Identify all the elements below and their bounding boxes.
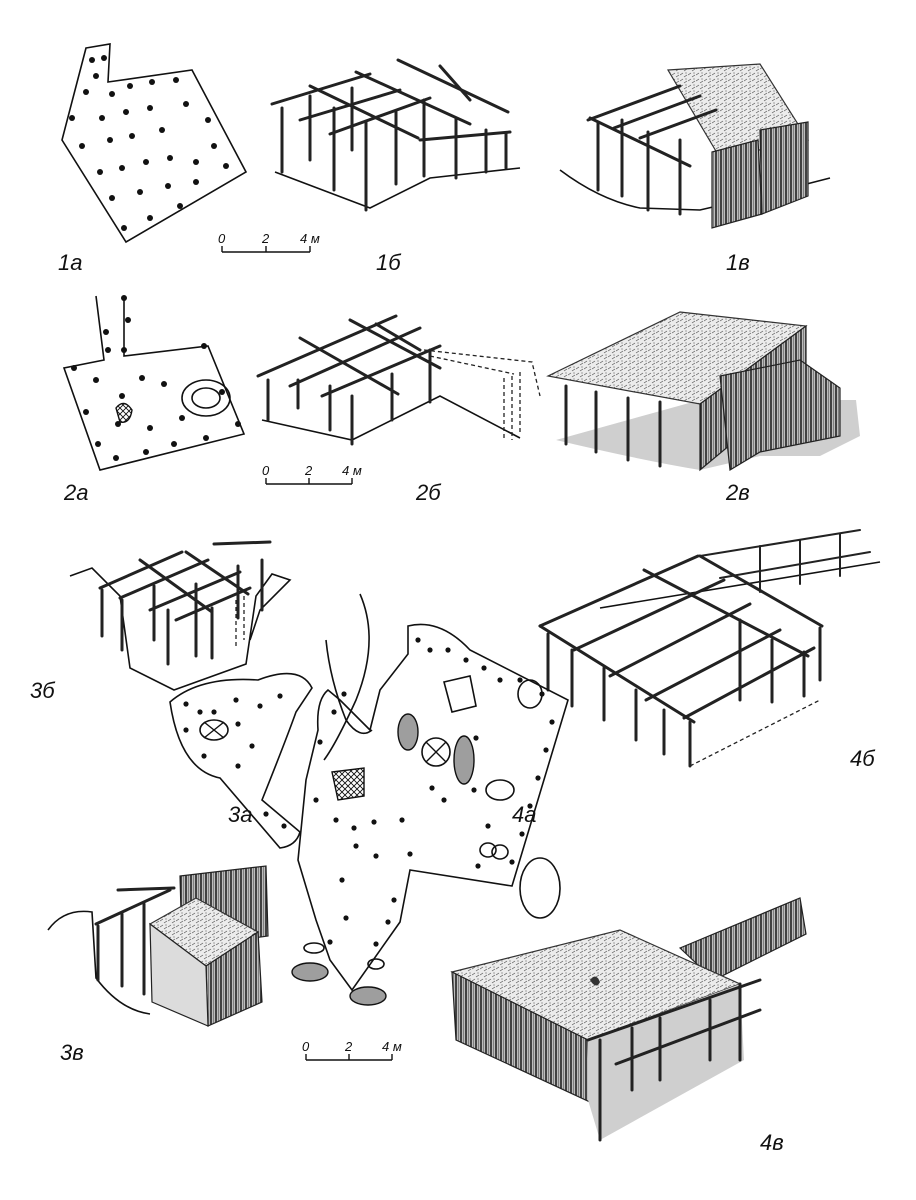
- scale-2: 2: [261, 231, 270, 246]
- plan-2a: 2а: [62, 295, 246, 505]
- label-2v: 2в: [725, 480, 750, 505]
- frame-2b: 2б: [256, 314, 541, 505]
- label-4b: 4б: [850, 746, 876, 771]
- frame-1b: 1б: [270, 58, 521, 275]
- label-3b: 3б: [30, 678, 56, 703]
- scale-2: 2: [304, 463, 313, 478]
- label-3a: 3а: [228, 802, 252, 827]
- scale-0: 0: [262, 463, 270, 478]
- reconstruction-2v: 2в: [546, 311, 860, 505]
- scale-bar-3: 0 2 4 м: [302, 1039, 402, 1061]
- scale-2: 2: [344, 1039, 353, 1054]
- label-1b: 1б: [376, 250, 402, 275]
- plan-3a-4a: 3а 4а: [169, 593, 569, 1006]
- scale-bar-1: 0 2 4 м: [218, 231, 320, 253]
- scale-0: 0: [302, 1039, 310, 1054]
- label-2b: 2б: [415, 480, 442, 505]
- label-2a: 2а: [63, 480, 88, 505]
- scale-bar-2: 0 2 4 м: [262, 463, 362, 485]
- label-4a: 4а: [512, 802, 536, 827]
- label-1a: 1а: [58, 250, 82, 275]
- scale-4m: 4 м: [382, 1039, 402, 1054]
- frame-3b: 3б: [30, 540, 292, 703]
- scale-4m: 4 м: [300, 231, 320, 246]
- plan-1a: 1а: [58, 43, 248, 275]
- label-4v: 4в: [760, 1130, 784, 1155]
- label-3v: 3в: [60, 1040, 84, 1065]
- scale-0: 0: [218, 231, 226, 246]
- reconstruction-1v: 1в: [559, 63, 831, 275]
- reconstruction-3v: 3в: [47, 865, 269, 1065]
- label-1v: 1в: [726, 250, 750, 275]
- reconstruction-4v: 4в: [450, 897, 807, 1155]
- scale-4m: 4 м: [342, 463, 362, 478]
- frame-4b: 4б: [538, 529, 881, 771]
